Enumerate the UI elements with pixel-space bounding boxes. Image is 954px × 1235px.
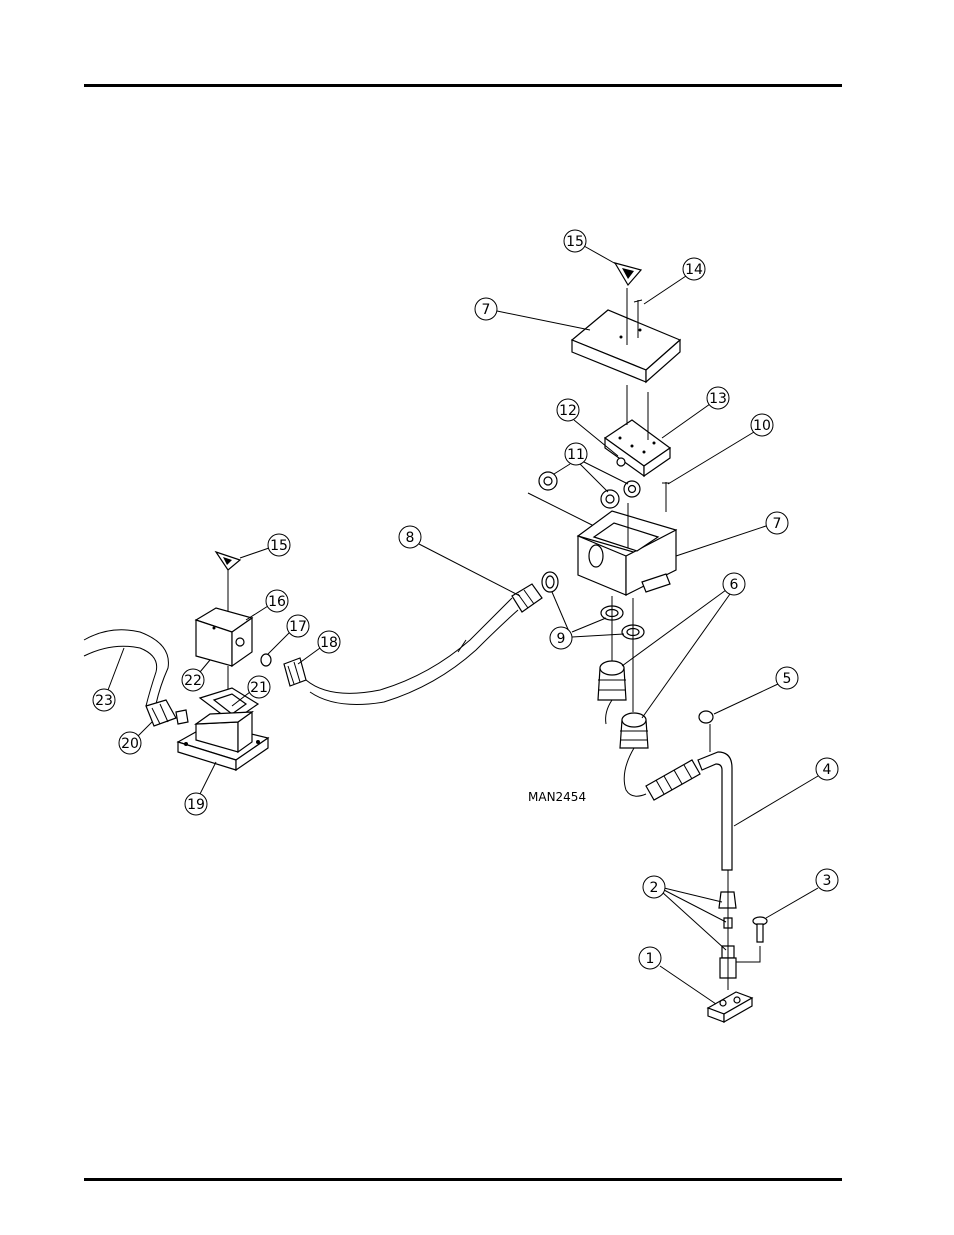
cable-connector bbox=[646, 760, 700, 800]
balloon-21-label: 21 bbox=[250, 680, 268, 696]
balloon-1-label: 1 bbox=[646, 951, 655, 967]
connector-housing bbox=[196, 608, 252, 666]
balloon-17-label: 17 bbox=[289, 619, 307, 635]
lock-washers bbox=[539, 472, 640, 508]
balloon-8: 8 bbox=[399, 526, 520, 596]
cover-plate bbox=[572, 310, 680, 382]
balloon-4-label: 4 bbox=[823, 762, 832, 778]
balloon-18-label: 18 bbox=[320, 635, 338, 651]
terminal-nut bbox=[617, 458, 625, 466]
balloon-5-label: 5 bbox=[783, 671, 792, 687]
balloon-23-label: 23 bbox=[95, 693, 113, 709]
o-ring bbox=[699, 711, 713, 723]
balloon-20-label: 20 bbox=[121, 736, 139, 752]
drawing-code: MAN2454 bbox=[528, 790, 586, 804]
bent-tube bbox=[698, 752, 732, 870]
balloon-15-left-label: 15 bbox=[270, 538, 288, 554]
balloon-3-label: 3 bbox=[823, 873, 832, 889]
bracket-screw bbox=[753, 917, 767, 942]
balloon-18: 18 bbox=[298, 631, 340, 664]
balloon-22-label: 22 bbox=[184, 673, 202, 689]
mounting-bracket bbox=[708, 992, 752, 1022]
balloon-6: 6 bbox=[622, 573, 745, 718]
hose-fitting bbox=[146, 700, 188, 726]
warning-label-left bbox=[216, 552, 240, 570]
balloon-17: 17 bbox=[268, 615, 309, 654]
balloon-1: 1 bbox=[639, 947, 716, 1004]
balloon-14: 14 bbox=[644, 258, 705, 304]
balloon-4: 4 bbox=[734, 758, 838, 826]
cable bbox=[306, 584, 542, 704]
balloon-19-label: 19 bbox=[187, 797, 205, 813]
cable-gland bbox=[284, 658, 306, 686]
balloon-10: 10 bbox=[668, 414, 773, 484]
balloon-19: 19 bbox=[185, 762, 216, 815]
balloon-13-label: 13 bbox=[709, 391, 727, 407]
sensor-lower bbox=[620, 713, 648, 796]
balloon-9-label: 9 bbox=[557, 631, 566, 647]
junction-box bbox=[578, 503, 676, 595]
balloon-10-label: 10 bbox=[753, 418, 771, 434]
balloon-12-label: 12 bbox=[559, 403, 577, 419]
balloon-15-top-label: 15 bbox=[566, 234, 584, 250]
balloon-2: 2 bbox=[643, 876, 726, 950]
balloon-11-label: 11 bbox=[567, 447, 585, 463]
balloon-8-label: 8 bbox=[406, 530, 415, 546]
sensor-upper bbox=[598, 661, 626, 724]
balloon-14-label: 14 bbox=[685, 262, 703, 278]
balloon-7-cover: 7 bbox=[475, 298, 590, 330]
balloon-16: 16 bbox=[246, 590, 288, 620]
mounting-screw bbox=[662, 482, 670, 512]
balloon-6-label: 6 bbox=[730, 577, 739, 593]
balloon-23: 23 bbox=[93, 648, 124, 711]
balloon-15-left: 15 bbox=[240, 534, 290, 558]
balloon-22: 22 bbox=[182, 660, 210, 691]
balloon-5: 5 bbox=[714, 667, 798, 714]
balloon-2-label: 2 bbox=[650, 880, 659, 896]
balloon-7-box-label: 7 bbox=[773, 516, 782, 532]
warning-label-top bbox=[615, 263, 641, 285]
balloon-7-box: 7 bbox=[676, 512, 788, 556]
balloon-13: 13 bbox=[662, 387, 729, 438]
balloon-3: 3 bbox=[766, 869, 838, 918]
base-housing bbox=[178, 712, 268, 770]
balloon-20: 20 bbox=[119, 722, 152, 754]
balloon-16-label: 16 bbox=[268, 594, 286, 610]
terminal-block bbox=[605, 420, 670, 476]
balloon-15-top: 15 bbox=[564, 230, 616, 264]
fittings bbox=[719, 870, 736, 990]
grommet bbox=[261, 654, 271, 666]
balloon-7-cover-label: 7 bbox=[482, 302, 491, 318]
